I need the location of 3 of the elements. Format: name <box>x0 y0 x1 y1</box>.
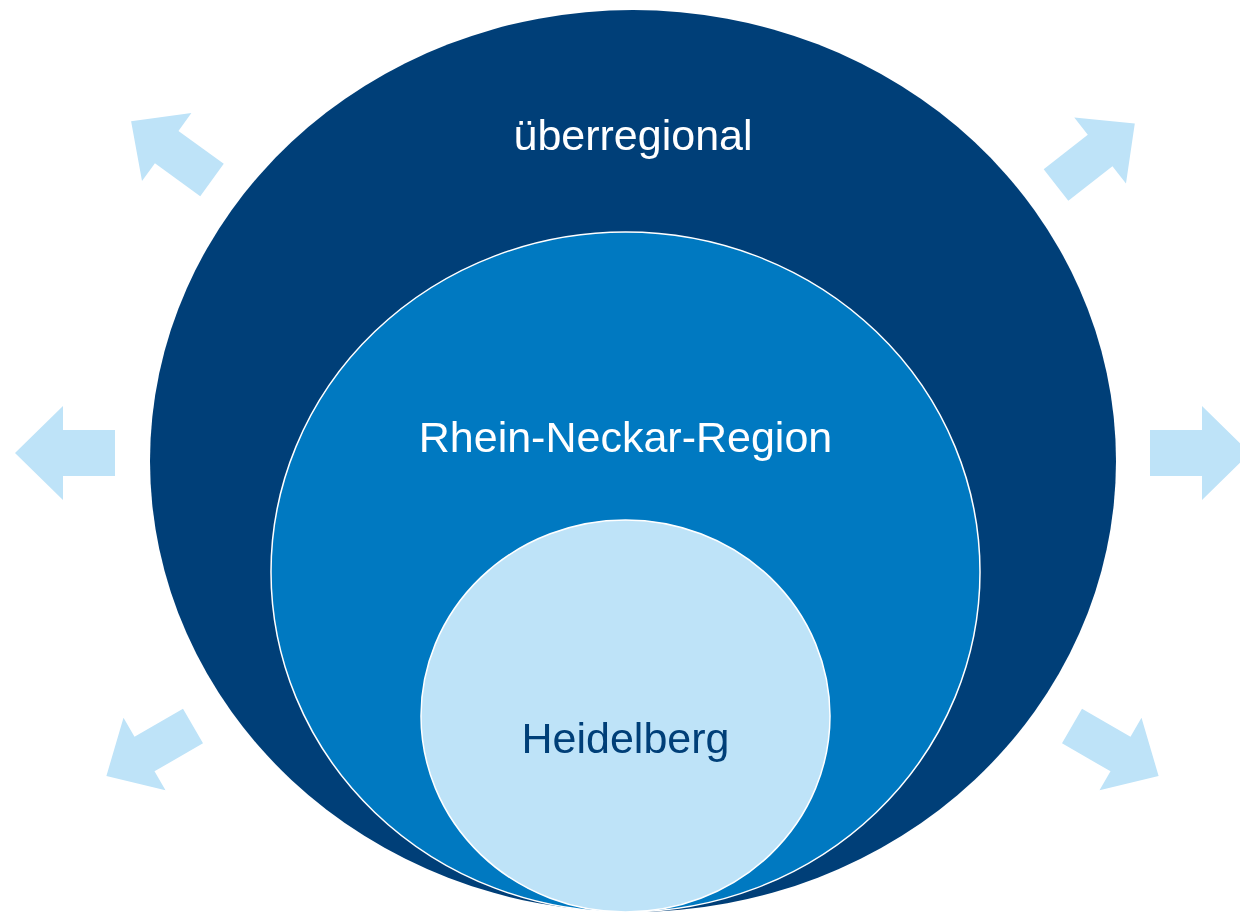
region-label: überregional <box>513 110 753 160</box>
region-label: Rhein-Neckar-Region <box>418 412 833 462</box>
region-label: Heidelberg <box>521 713 730 763</box>
